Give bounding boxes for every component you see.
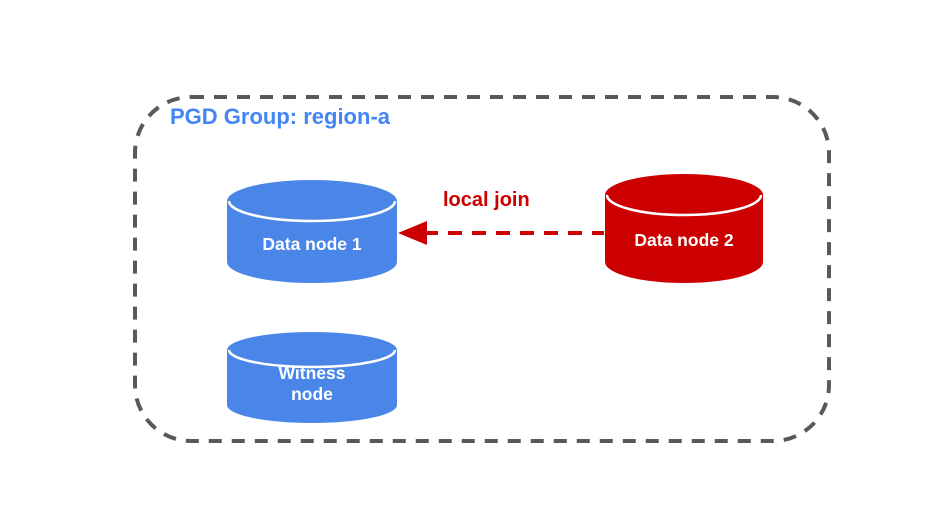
data-node-2: Data node 2 (605, 174, 763, 283)
pgd-group-title: PGD Group: region-a (170, 104, 390, 129)
cylinder-body (227, 332, 397, 423)
cylinder-top-rim (227, 349, 397, 369)
data-node-1-cylinder-icon (227, 180, 397, 283)
cylinder-body (605, 174, 763, 283)
pgd-group-border (133, 95, 831, 443)
data-node-1: Data node 1 (227, 180, 397, 283)
local-join-arrowhead-icon (398, 221, 427, 245)
witness-node-cylinder-icon (227, 332, 397, 423)
witness-node: Witness node (227, 332, 397, 423)
cylinder-top-rim (227, 200, 397, 223)
cylinder-top-rim (605, 194, 763, 217)
data-node-2-cylinder-icon (605, 174, 763, 283)
cylinder-body (227, 180, 397, 283)
local-join-arrow-label: local join (443, 189, 530, 211)
